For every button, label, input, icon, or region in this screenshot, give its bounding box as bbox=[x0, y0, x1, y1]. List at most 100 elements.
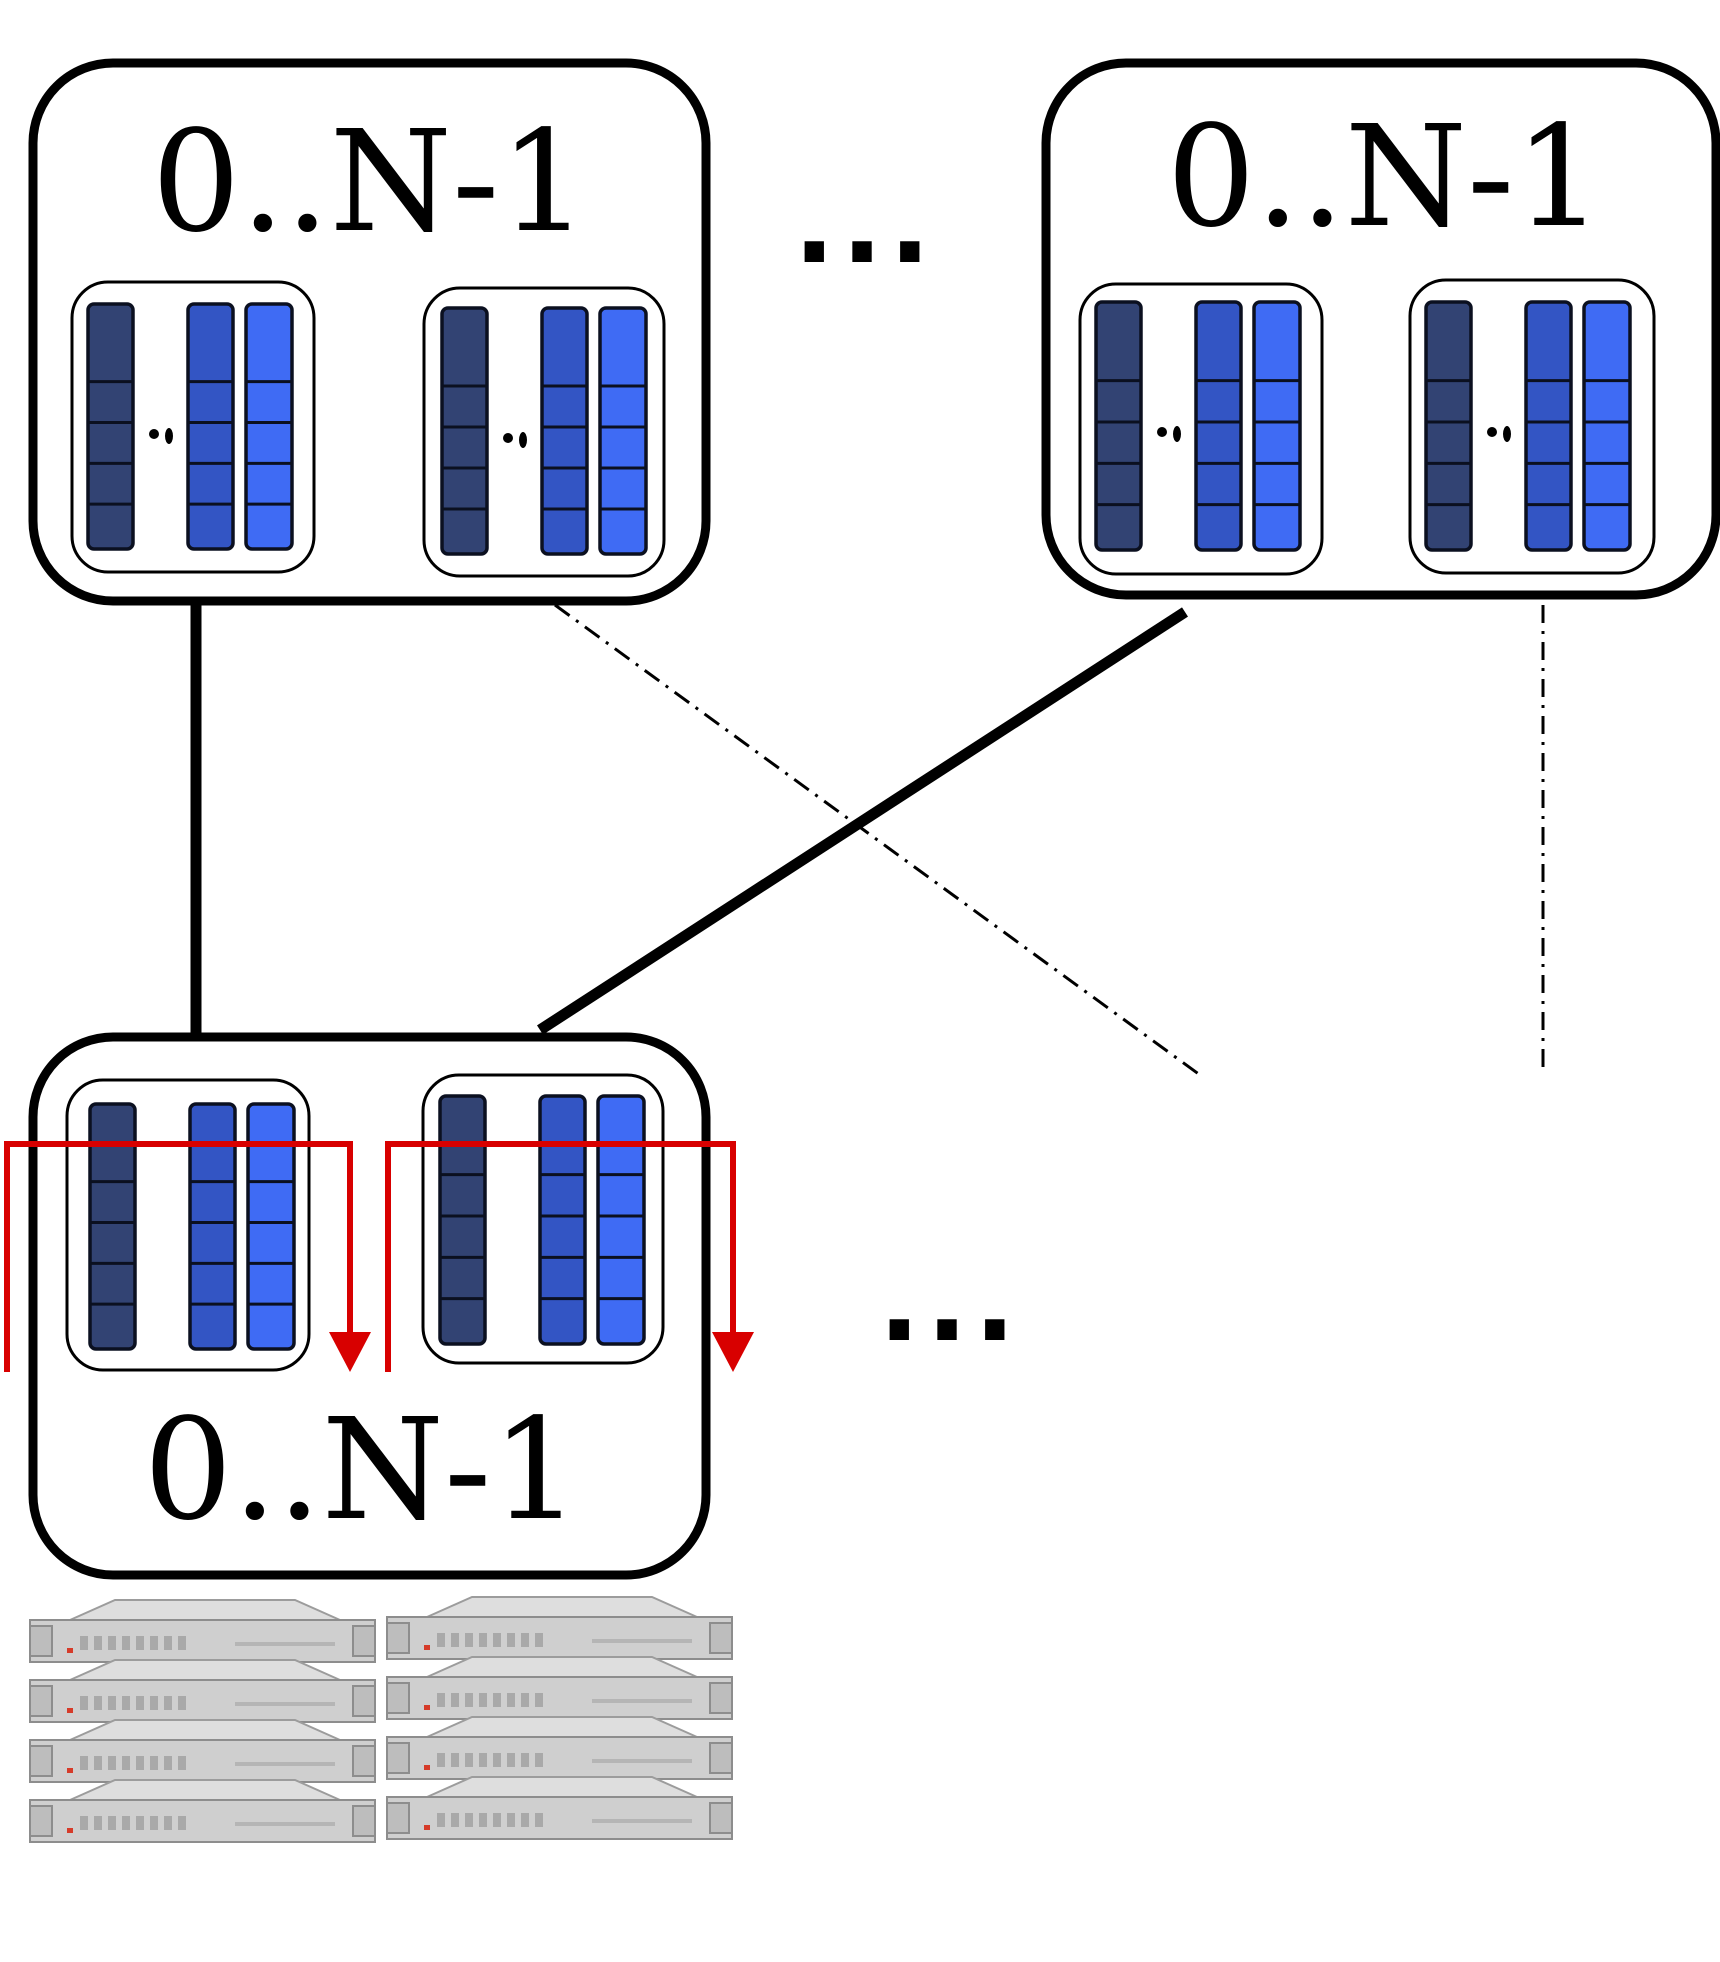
server-drive-bay bbox=[507, 1633, 515, 1647]
server-right-ear bbox=[709, 1622, 733, 1654]
server-left-ear bbox=[29, 1745, 53, 1777]
queue-column-outline bbox=[1252, 300, 1302, 552]
server-drive-bay bbox=[437, 1753, 445, 1767]
server-status-led bbox=[67, 1708, 73, 1713]
queue-column-icon bbox=[90, 1104, 135, 1349]
queue-column-outline bbox=[1094, 300, 1143, 552]
switch-label: 0..N-1 bbox=[152, 101, 589, 264]
server-rack-icon bbox=[386, 1776, 733, 1840]
server-drive-bay bbox=[465, 1633, 473, 1647]
queue-column-icon bbox=[1526, 302, 1571, 550]
queue-column-outline bbox=[244, 302, 294, 551]
flow-arrow-right-head bbox=[712, 1332, 754, 1372]
server-drive-bay bbox=[507, 1693, 515, 1707]
server-drive-bay bbox=[122, 1696, 130, 1710]
queue-column-outline bbox=[1582, 300, 1632, 552]
queue-column-icon bbox=[188, 304, 233, 549]
server-drive-bay bbox=[493, 1693, 501, 1707]
server-left-ear bbox=[29, 1805, 53, 1837]
server-right-ear bbox=[709, 1802, 733, 1834]
server-drive-bay bbox=[108, 1636, 116, 1650]
server-drive-bay bbox=[136, 1636, 144, 1650]
server-vent bbox=[235, 1822, 335, 1826]
queue-set bbox=[88, 1102, 296, 1351]
server-drive-bay bbox=[80, 1696, 88, 1710]
server-right-ear bbox=[352, 1625, 376, 1657]
flow-arrow-left-path bbox=[4, 1141, 353, 1372]
queue-set bbox=[438, 1094, 646, 1346]
server-drive-bay bbox=[150, 1636, 158, 1650]
server-vent bbox=[235, 1642, 335, 1646]
server-drive-bay bbox=[451, 1633, 459, 1647]
queue-column-icon bbox=[598, 1096, 644, 1344]
server-top-face bbox=[426, 1656, 698, 1678]
server-rack-icon bbox=[29, 1779, 376, 1843]
server-drive-bay bbox=[493, 1813, 501, 1827]
server-drive-bay bbox=[437, 1633, 445, 1647]
queue-column-outline bbox=[246, 1102, 296, 1351]
server-vent bbox=[235, 1702, 335, 1706]
server-vent bbox=[592, 1759, 692, 1763]
server-drive-bay bbox=[521, 1633, 529, 1647]
server-drive-bay bbox=[451, 1693, 459, 1707]
queue-column-outline bbox=[440, 306, 489, 556]
server-right-ear bbox=[709, 1742, 733, 1774]
server-top-face bbox=[426, 1776, 698, 1798]
queue-column-outline bbox=[1424, 300, 1473, 552]
server-top-face bbox=[426, 1716, 698, 1738]
queue-column-outline bbox=[538, 1094, 587, 1346]
queue-column-icon bbox=[440, 1096, 485, 1344]
server-stack-right bbox=[386, 1596, 733, 1840]
server-drive-bay bbox=[479, 1633, 487, 1647]
server-drive-bay bbox=[150, 1756, 158, 1770]
server-drive-bay bbox=[507, 1753, 515, 1767]
queue-column-icon bbox=[540, 1096, 585, 1344]
queue-column-icon bbox=[1584, 302, 1630, 550]
queue-gap-dot bbox=[503, 433, 513, 443]
server-left-ear bbox=[386, 1742, 410, 1774]
queue-column-outline bbox=[86, 302, 135, 551]
server-drive-bay bbox=[465, 1693, 473, 1707]
server-drive-bay bbox=[535, 1633, 543, 1647]
server-top-face bbox=[426, 1596, 698, 1618]
server-drive-bay bbox=[164, 1816, 172, 1830]
server-drive-bay bbox=[122, 1636, 130, 1650]
server-drive-bay bbox=[437, 1693, 445, 1707]
server-drive-bay bbox=[122, 1816, 130, 1830]
queue-gap-dot bbox=[1487, 427, 1497, 437]
server-drive-bay bbox=[178, 1756, 186, 1770]
queue-column-outline bbox=[540, 306, 589, 556]
queue-gap-dot bbox=[519, 432, 527, 448]
server-drive-bay bbox=[451, 1813, 459, 1827]
server-vent bbox=[592, 1639, 692, 1643]
server-drive-bay bbox=[150, 1816, 158, 1830]
flow-arrows bbox=[4, 1141, 754, 1372]
queue-column-outline bbox=[188, 1102, 237, 1351]
server-left-ear bbox=[386, 1622, 410, 1654]
queue-column-icon bbox=[1096, 302, 1141, 550]
server-rack-icon bbox=[29, 1599, 376, 1663]
server-drive-bay bbox=[122, 1756, 130, 1770]
server-rack-icon bbox=[386, 1716, 733, 1780]
server-drive-bay bbox=[150, 1696, 158, 1710]
queue-column-outline bbox=[1194, 300, 1243, 552]
server-drive-bay bbox=[136, 1756, 144, 1770]
ellipsis-bottom: ... bbox=[878, 1238, 1021, 1366]
server-drive-bay bbox=[80, 1816, 88, 1830]
server-drive-bay bbox=[178, 1636, 186, 1650]
server-drive-bay bbox=[94, 1816, 102, 1830]
server-drive-bay bbox=[479, 1813, 487, 1827]
server-rack-icon bbox=[386, 1596, 733, 1660]
server-stack-left bbox=[29, 1599, 376, 1843]
queue-column-outline bbox=[598, 306, 648, 556]
server-rack-icon bbox=[386, 1656, 733, 1720]
server-drive-bay bbox=[521, 1813, 529, 1827]
switch-label: 0..N-1 bbox=[144, 1389, 581, 1552]
queue-column-icon bbox=[1254, 302, 1300, 550]
server-drive-bay bbox=[493, 1633, 501, 1647]
server-vent bbox=[592, 1699, 692, 1703]
server-drive-bay bbox=[521, 1753, 529, 1767]
server-status-led bbox=[67, 1828, 73, 1833]
server-drive-bay bbox=[521, 1693, 529, 1707]
server-left-ear bbox=[29, 1685, 53, 1717]
